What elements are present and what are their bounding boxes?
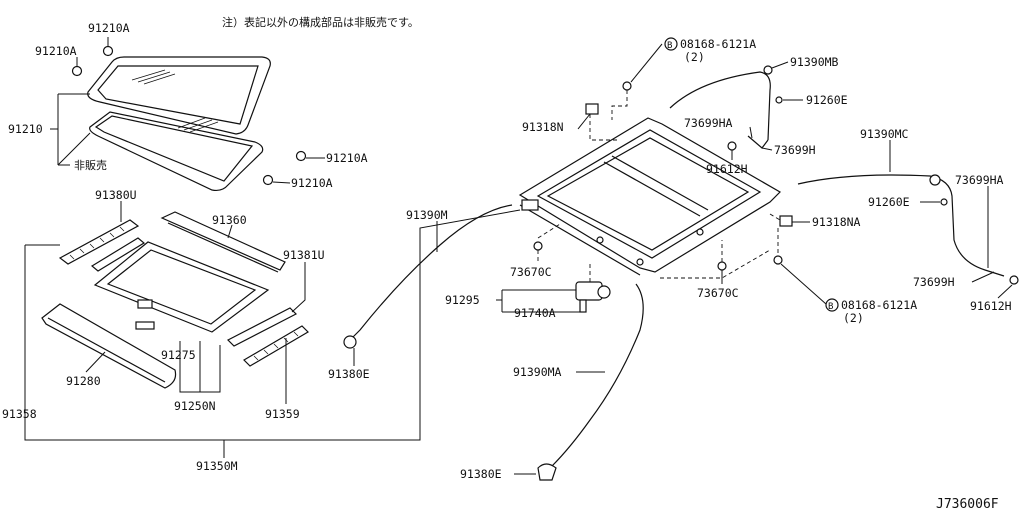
- label-91280: 91280: [66, 374, 101, 388]
- label-91390MA: 91390MA: [513, 365, 562, 379]
- label-91210A-r1: 91210A: [326, 151, 368, 165]
- bolt-mark-bottom: B: [828, 302, 833, 312]
- label-91390M: 91390M: [406, 208, 448, 222]
- nut-icon-73670C-right: [717, 261, 727, 271]
- label-91318NA: 91318NA: [812, 215, 861, 229]
- nut-icon-73670C-left: [533, 241, 543, 251]
- bracket-icon-91275: [135, 321, 155, 330]
- label-73699H-right: 73699H: [913, 275, 955, 289]
- label-91210: 91210: [8, 122, 43, 136]
- label-91381U: 91381U: [283, 248, 325, 262]
- label-91359: 91359: [265, 407, 300, 421]
- label-08168-bottom-qty: (2): [843, 311, 864, 325]
- sunroof-main-frame: [518, 117, 781, 276]
- clamp-icon-91260E-right: [940, 198, 948, 206]
- label-08168-top: 08168-6121A: [680, 37, 756, 51]
- motor-assembly: [575, 281, 611, 313]
- grommet-icon-91612H-top: [727, 141, 737, 151]
- clip-icon-91210A-top: [102, 45, 114, 57]
- bolt-mark-top-icon: [664, 37, 678, 51]
- label-08168-top-qty: (2): [684, 50, 705, 64]
- bracket-icon-91318N: [585, 103, 599, 115]
- label-91380E-bottom: 91380E: [460, 467, 502, 481]
- label-91210A-top: 91210A: [88, 21, 130, 35]
- non-sale-note: 注）表記以外の構成部品は非販売です。: [222, 15, 419, 29]
- label-73699H-top: 73699H: [774, 143, 816, 157]
- label-91740A: 91740A: [514, 306, 556, 320]
- grommet-icon-91612H-right: [1009, 275, 1019, 285]
- label-91275: 91275: [161, 348, 196, 362]
- label-91250N: 91250N: [174, 399, 216, 413]
- label-91318N: 91318N: [522, 120, 564, 134]
- clip-icon-91210A-left: [71, 65, 83, 77]
- bolt-icon-top: [622, 81, 632, 91]
- label-91390MB: 91390MB: [790, 55, 839, 69]
- bracket-icon-91318NA: [779, 215, 793, 227]
- clamp-icon-91260E-top: [775, 96, 783, 104]
- label-non-sale: 非販売: [74, 159, 107, 172]
- drain-grommet-icon-91380E-bottom: [537, 463, 557, 481]
- label-91612H-top: 91612H: [706, 162, 748, 176]
- clip-icon-91210A-r1: [295, 150, 307, 162]
- label-91350M: 91350M: [196, 459, 238, 473]
- label-91260E-right: 91260E: [868, 195, 910, 209]
- bolt-icon-bottom: [773, 255, 783, 265]
- label-73670C-right: 73670C: [697, 286, 739, 300]
- label-73699HA-top: 73699HA: [684, 116, 733, 130]
- sunshade-frame-group: [41, 211, 309, 389]
- label-91210A-left: 91210A: [35, 44, 77, 58]
- label-91295: 91295: [445, 293, 480, 307]
- diagram-id: J736006F: [936, 497, 999, 512]
- bolt-mark-bottom-icon: [825, 298, 839, 312]
- glass-panel-assembly: [71, 45, 307, 192]
- label-91380E-mid: 91380E: [328, 367, 370, 381]
- label-91210A-r2: 91210A: [291, 176, 333, 190]
- clip-icon-91210A-r2: [262, 174, 274, 186]
- label-73699HA-right: 73699HA: [955, 173, 1004, 187]
- label-91260E-top: 91260E: [806, 93, 848, 107]
- label-91380U: 91380U: [95, 188, 137, 202]
- bolt-mark-top: B: [667, 41, 672, 51]
- label-73670C-left: 73670C: [510, 265, 552, 279]
- handle-icon: [137, 299, 153, 309]
- label-08168-bottom: 08168-6121A: [841, 298, 917, 312]
- drain-grommet-icon-91380E-mid: [343, 335, 357, 349]
- label-91390MC: 91390MC: [860, 127, 909, 141]
- motor-bracket-icon: [521, 199, 539, 211]
- label-91612H-right: 91612H: [970, 299, 1012, 313]
- label-91360: 91360: [212, 213, 247, 227]
- label-91358: 91358: [2, 407, 37, 421]
